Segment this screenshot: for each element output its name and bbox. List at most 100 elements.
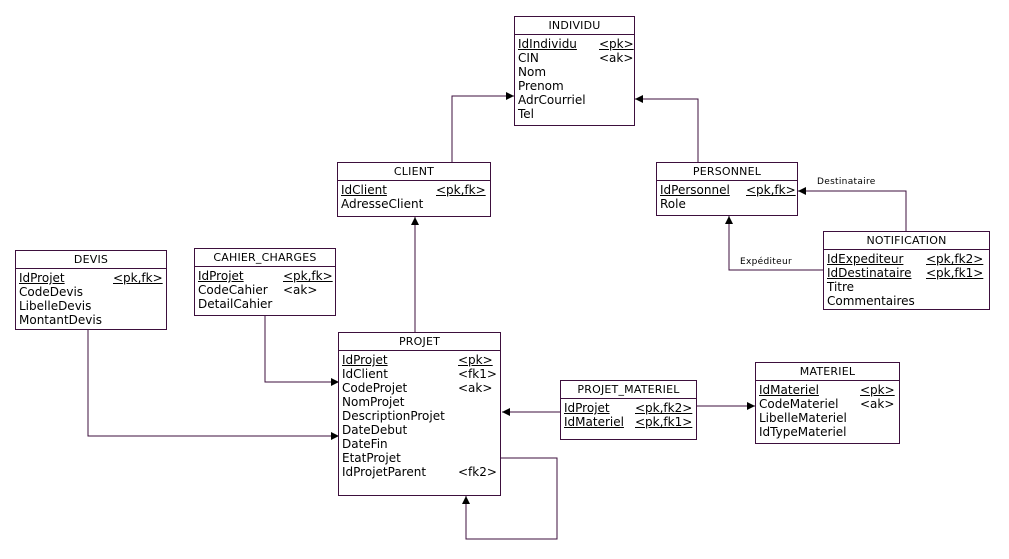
attribute-row: DateFin <box>342 437 497 451</box>
attribute-name: IdProjet <box>19 271 65 285</box>
link-devis-projet <box>87 330 339 440</box>
attribute-row: IdTypeMateriel <box>759 425 896 439</box>
attribute-list: IdMateriel <pk>CodeMateriel<ak>LibelleMat… <box>756 381 899 439</box>
attribute-name: IdProjet <box>564 401 610 415</box>
attribute-row: IdMateriel <pk,fk1> <box>564 415 693 429</box>
attribute-row: Titre <box>827 280 986 294</box>
attribute-name: EtatProjet <box>342 451 401 465</box>
attribute-row: Tel <box>518 107 631 121</box>
entity-title: CLIENT <box>338 163 490 181</box>
attribute-row: IdExpediteur <pk,fk2> <box>827 252 986 266</box>
attribute-name: IdProjet <box>342 353 388 367</box>
attribute-name: CodeMateriel <box>759 397 839 411</box>
attribute-list: IdProjet <pk,fk2> IdMateriel <pk,fk1> <box>561 399 696 429</box>
attribute-name: Tel <box>518 107 535 121</box>
attribute-row: DateDebut <box>342 423 497 437</box>
destinataire-label: Destinataire <box>817 177 876 187</box>
attribute-key: <pk> <box>860 383 895 397</box>
attribute-row: CodeMateriel<ak> <box>759 397 896 411</box>
attribute-name: Prenom <box>518 79 564 93</box>
attribute-name: IdDestinataire <box>827 266 912 280</box>
entity-materiel[interactable]: MATERIEL IdMateriel <pk>CodeMateriel<ak>Li… <box>755 362 900 444</box>
attribute-name: IdProjet <box>198 269 244 283</box>
attribute-name: IdMateriel <box>759 383 819 397</box>
attribute-row: CIN <ak> <box>518 51 634 65</box>
attribute-name: DateFin <box>342 437 388 451</box>
attribute-row: IdDestinataire <pk,fk1> <box>827 266 986 280</box>
attribute-name: CodeDevis <box>19 285 84 299</box>
attribute-row: IdMateriel <pk> <box>759 383 896 397</box>
attribute-name: LibelleMateriel <box>759 411 847 425</box>
attribute-row: NomProjet <box>342 395 497 409</box>
entity-title: PERSONNEL <box>657 163 797 181</box>
attribute-name: DetailCahier <box>198 297 273 311</box>
attribute-name: NomProjet <box>342 395 405 409</box>
attribute-key: <pk,fk> <box>436 183 486 197</box>
attribute-row: LibelleMateriel <box>759 411 896 425</box>
entity-client[interactable]: CLIENT IdClient <pk,fk> AdresseClient <box>337 162 491 217</box>
attribute-name: Titre <box>827 280 855 294</box>
attribute-row: Nom <box>518 65 631 79</box>
attribute-key: <pk,fk> <box>113 271 163 285</box>
attribute-name: CIN <box>518 51 539 65</box>
attribute-row: CodeDevis <box>19 285 163 299</box>
attribute-row: CodeCahier<ak> <box>198 283 332 297</box>
attribute-key: <ak> <box>458 381 493 395</box>
attribute-row: EtatProjet <box>342 451 497 465</box>
attribute-row: Prenom <box>518 79 631 93</box>
attribute-row: IdIndividu <pk> <box>518 37 634 51</box>
attribute-name: Commentaires <box>827 294 915 308</box>
entity-title: PROJET_MATERIEL <box>561 381 696 399</box>
attribute-name: IdClient <box>341 183 387 197</box>
attribute-list: IdPersonnel<pk,fk>Role <box>657 181 797 211</box>
attribute-key: <pk,fk1> <box>926 266 984 280</box>
attribute-list: IdProjet<pk>IdClient<fk1>CodeProjet<ak>N… <box>339 351 500 479</box>
attribute-name: IdExpediteur <box>827 252 904 266</box>
link-notification-personnel-expediteur <box>725 216 824 271</box>
attribute-name: DateDebut <box>342 423 408 437</box>
attribute-key: <fk1> <box>458 367 497 381</box>
entity-title: PROJET <box>339 333 500 351</box>
link-notification-personnel-destinataire <box>798 187 907 231</box>
attribute-name: AdresseClient <box>341 197 424 211</box>
attribute-name: MontantDevis <box>19 313 102 327</box>
attribute-list: IdClient <pk,fk> AdresseClient <box>338 181 490 211</box>
attribute-name: IdProjetParent <box>342 465 427 479</box>
attribute-name: IdIndividu <box>518 37 577 51</box>
attribute-list: IdProjet<pk,fk>CodeCahier<ak>DetailCahie… <box>195 267 335 311</box>
link-cahier-projet <box>264 316 339 386</box>
attribute-key: <pk,fk2> <box>926 252 984 266</box>
attribute-name: IdMateriel <box>564 415 624 429</box>
entity-title: NOTIFICATION <box>824 232 989 250</box>
attribute-key: <pk,fk1> <box>635 415 693 429</box>
entity-title: DEVIS <box>16 251 166 269</box>
attribute-name: DescriptionProjet <box>342 409 445 423</box>
attribute-name: CodeCahier <box>198 283 268 297</box>
attribute-key: <pk,fk2> <box>635 401 693 415</box>
attribute-row: AdresseClient <box>341 197 487 211</box>
attribute-key: <ak> <box>599 51 634 65</box>
expediteur-label: Expéditeur <box>740 257 792 267</box>
attribute-name: LibelleDevis <box>19 299 92 313</box>
attribute-name: Role <box>660 197 686 211</box>
link-projet-self <box>462 457 558 540</box>
attribute-row: IdProjet <pk,fk> <box>19 271 163 285</box>
attribute-row: IdProjet <pk,fk2> <box>564 401 693 415</box>
attribute-name: AdrCourriel <box>518 93 586 107</box>
attribute-key: <pk> <box>599 37 634 51</box>
attribute-row: Commentaires <box>827 294 986 308</box>
attribute-row: DescriptionProjet <box>342 409 497 423</box>
attribute-name: Nom <box>518 65 547 79</box>
attribute-name: IdPersonnel <box>660 183 730 197</box>
entity-title: MATERIEL <box>756 363 899 381</box>
